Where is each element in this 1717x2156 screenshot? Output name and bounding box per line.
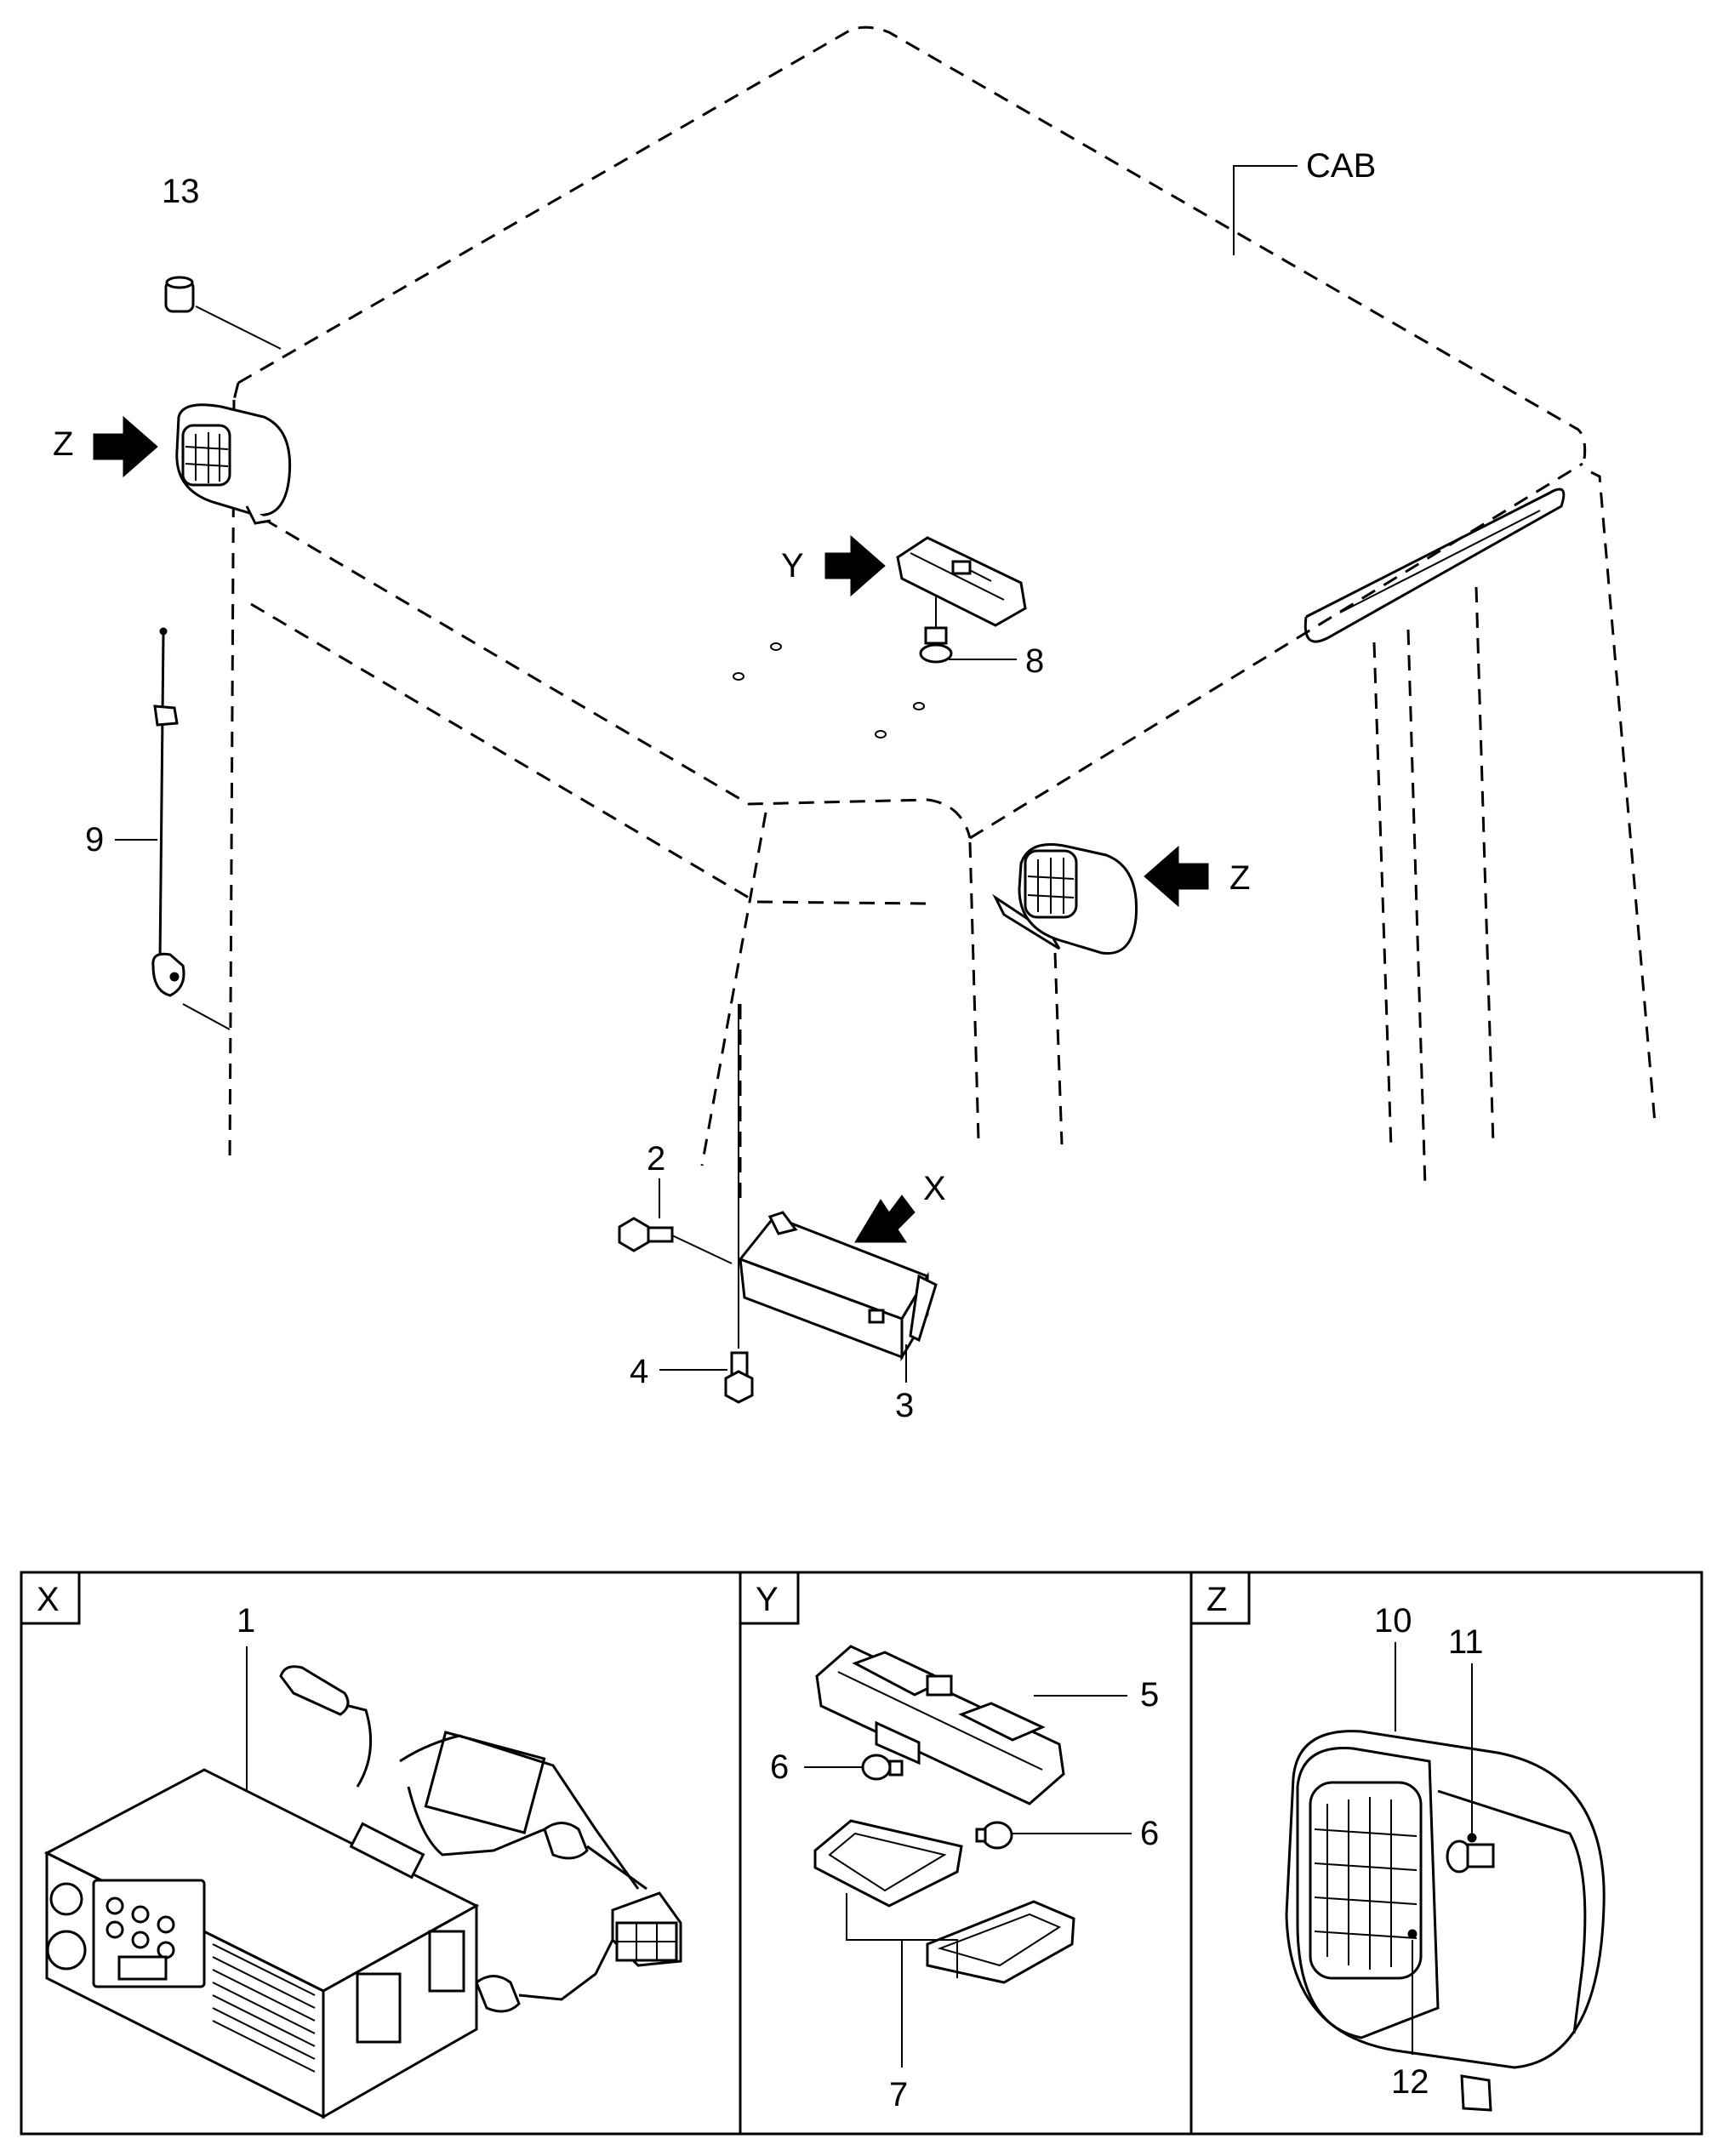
callout-4: 4 — [630, 1353, 648, 1390]
callout-6a: 6 — [770, 1748, 789, 1786]
view-marker-x: X — [854, 1170, 946, 1243]
part-9-antenna: 9 — [85, 627, 231, 1030]
callout-10: 10 — [1374, 1602, 1412, 1640]
part-11-bulb: 11 — [1446, 1623, 1495, 1874]
view-marker-y-label: Y — [781, 547, 804, 585]
part-4-bolt: 4 — [630, 1004, 754, 1404]
part-3-radio-bracket: 3 — [738, 1211, 938, 1424]
view-marker-z-right-label: Z — [1229, 859, 1250, 897]
callout-13: 13 — [162, 173, 200, 210]
callout-8: 8 — [1025, 642, 1044, 680]
part-1-radio: 1 — [43, 1602, 682, 2119]
detail-panels-frame: X Y Z — [20, 1571, 1703, 2136]
view-marker-z-right: Z — [1144, 845, 1250, 908]
part-6-bulb-right: 6 — [975, 1815, 1159, 1852]
part-7-lens: 7 — [813, 1819, 1075, 2113]
callout-cab: CAB — [1233, 147, 1376, 255]
cab-label: CAB — [1306, 147, 1376, 185]
callout-3: 3 — [895, 1387, 914, 1424]
view-marker-z-left: Z — [53, 415, 158, 478]
callout-9: 9 — [85, 821, 104, 858]
cab-roof-outline — [228, 26, 1657, 1208]
callout-2: 2 — [647, 1140, 665, 1178]
part-6-bulb-left: 6 — [770, 1748, 904, 1786]
panel-z-label: Z — [1206, 1581, 1227, 1618]
callout-5: 5 — [1140, 1676, 1159, 1714]
part-8-screw: 8 — [919, 596, 1044, 680]
panel-y-label: Y — [756, 1581, 779, 1618]
callout-7: 7 — [889, 2076, 908, 2113]
work-lamp-left — [175, 403, 292, 525]
part-13-grommet: 13 — [162, 173, 282, 350]
callout-6b: 6 — [1140, 1815, 1159, 1852]
view-marker-z-left-label: Z — [53, 425, 73, 463]
part-10-lamp-housing: 10 — [1285, 1602, 1606, 2112]
callout-12: 12 — [1391, 2063, 1429, 2101]
callout-1: 1 — [237, 1602, 255, 1640]
panel-x-label: X — [37, 1581, 60, 1618]
callout-11: 11 — [1448, 1623, 1484, 1661]
part-2-bolt: 2 — [618, 1140, 733, 1264]
view-marker-y: Y — [781, 534, 886, 597]
view-marker-x-label: X — [923, 1170, 946, 1207]
part-12-reflector: 12 — [1391, 1929, 1429, 2101]
work-lamp-right — [992, 843, 1138, 955]
room-lamp-on-roof — [896, 536, 1027, 627]
part-5-room-lamp: 5 — [815, 1645, 1159, 1805]
